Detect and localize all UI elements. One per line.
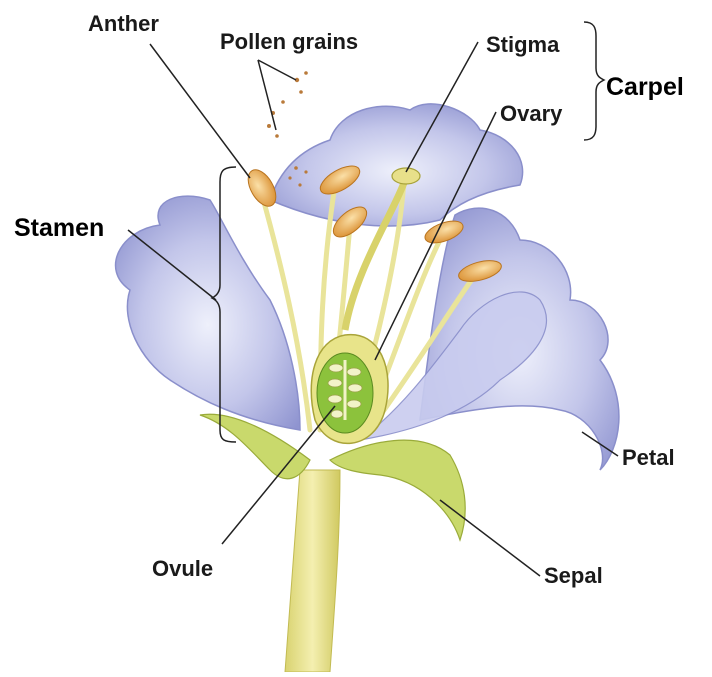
label-stigma: Stigma — [486, 34, 559, 56]
sepal-leader — [440, 500, 540, 576]
stem — [285, 470, 340, 672]
label-ovule: Ovule — [152, 558, 213, 580]
anther-leader — [150, 44, 250, 178]
label-petal: Petal — [622, 447, 675, 469]
label-stamen: Stamen — [14, 216, 104, 241]
label-pollen-grains: Pollen grains — [220, 31, 358, 53]
pollen-leader-1 — [258, 60, 296, 80]
label-carpel: Carpel — [606, 75, 684, 100]
sepal-right — [330, 440, 465, 540]
label-sepal: Sepal — [544, 565, 603, 587]
stigma — [392, 168, 420, 184]
carpel-bracket — [584, 22, 604, 140]
label-anther: Anther — [88, 13, 159, 35]
label-ovary: Ovary — [500, 103, 562, 125]
pollen-leader-2 — [258, 60, 276, 130]
